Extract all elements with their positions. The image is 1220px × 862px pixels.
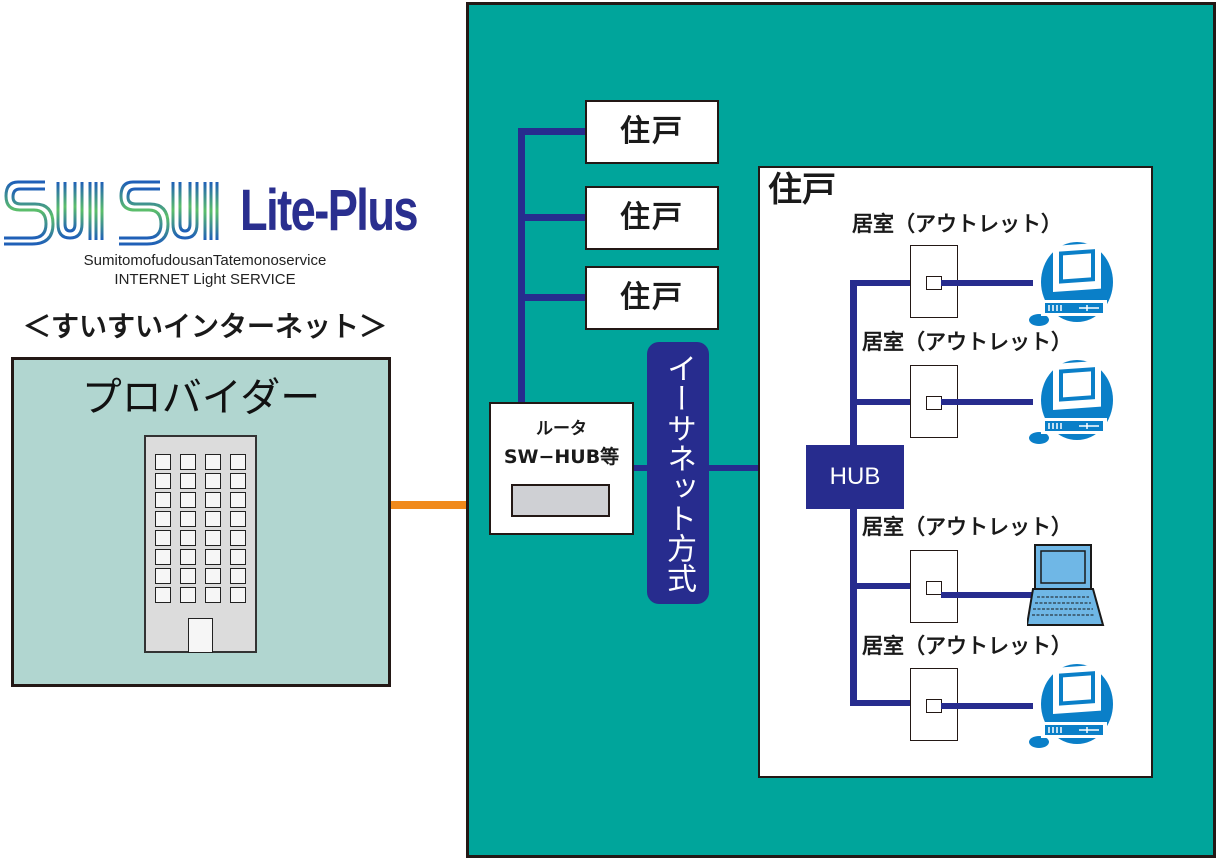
building-window: [205, 530, 221, 546]
router-switch-hub-box: ルータ SW−HUB等: [489, 402, 634, 535]
provider-title: プロバイダー: [81, 375, 321, 421]
building-window: [205, 473, 221, 489]
desktop-computer-icon: [1029, 360, 1113, 444]
dwelling-title: 住戸: [768, 170, 836, 210]
logo-subtitle-company: SumitomofudousanTatemonoservice: [83, 252, 327, 269]
building-window: [180, 492, 196, 508]
device-cable-line: [941, 592, 1033, 598]
building-window: [230, 530, 246, 546]
building-window: [205, 549, 221, 565]
building-window: [155, 530, 171, 546]
building-door: [188, 618, 213, 653]
device-cable-line: [941, 399, 1033, 405]
outlet-port: [926, 581, 942, 595]
building-window: [155, 473, 171, 489]
room-outlet-label: 居室（アウトレット）: [862, 330, 1072, 354]
unit-branch-line: [518, 128, 586, 135]
building-window: [180, 511, 196, 527]
device-cable-line: [941, 280, 1033, 286]
building-window: [230, 492, 246, 508]
wall-outlet-icon: [910, 365, 958, 438]
room-branch-line: [850, 583, 912, 589]
room-branch-line: [850, 399, 912, 405]
building-window: [230, 473, 246, 489]
building-window: [180, 587, 196, 603]
building-window: [155, 492, 171, 508]
building-window: [230, 511, 246, 527]
building-window: [155, 587, 171, 603]
office-building-icon: [144, 435, 257, 653]
laptop-icon: [1027, 544, 1105, 626]
building-window: [230, 454, 246, 470]
unit-branch-line: [518, 294, 586, 301]
router-label: ルータ: [536, 419, 587, 439]
outlet-port: [926, 396, 942, 410]
room-outlet-label: 居室（アウトレット）: [852, 212, 1062, 236]
dwelling-unit-box: 住戸: [585, 186, 719, 250]
router-panel-icon: [511, 484, 610, 517]
building-window: [180, 530, 196, 546]
ethernet-method-label: イーサネット方式: [647, 342, 709, 604]
building-window: [180, 473, 196, 489]
building-window: [205, 587, 221, 603]
building-window: [155, 511, 171, 527]
room-branch-line: [850, 700, 912, 706]
building-window: [205, 568, 221, 584]
wall-outlet-icon: [910, 245, 958, 318]
ethernet-line: [634, 465, 806, 471]
building-window: [230, 587, 246, 603]
building-window: [230, 568, 246, 584]
wall-outlet-icon: [910, 550, 958, 623]
ethernet-method-text: イーサネット方式: [661, 353, 696, 593]
building-window: [205, 511, 221, 527]
building-window: [155, 454, 171, 470]
sui-sui-logo-mark-icon: [4, 180, 219, 246]
outlet-port: [926, 276, 942, 290]
logo-product-name: Lite-Plus: [240, 178, 419, 243]
building-window: [155, 568, 171, 584]
building-window: [205, 454, 221, 470]
riser-line: [518, 128, 525, 404]
hub-box: HUB: [806, 445, 904, 509]
desktop-computer-icon: [1029, 664, 1113, 748]
room-outlet-label: 居室（アウトレット）: [862, 634, 1072, 658]
room-branch-line: [850, 280, 912, 286]
device-cable-line: [941, 703, 1033, 709]
provider-box: プロバイダー: [11, 357, 391, 687]
building-window: [205, 492, 221, 508]
room-outlet-label: 居室（アウトレット）: [862, 515, 1072, 539]
switch-hub-label: SW−HUB等: [503, 446, 620, 468]
logo-subtitle-service: INTERNET Light SERVICE: [114, 271, 296, 288]
dwelling-unit-box: 住戸: [585, 266, 719, 330]
building-window: [155, 549, 171, 565]
unit-branch-line: [518, 214, 586, 221]
building-window: [180, 549, 196, 565]
outlet-port: [926, 699, 942, 713]
desktop-computer-icon: [1029, 242, 1113, 326]
provider-connection-line: [391, 501, 493, 509]
dwelling-unit-box: 住戸: [585, 100, 719, 164]
building-window: [230, 549, 246, 565]
building-window: [180, 568, 196, 584]
service-tagline: ＜すいすいインターネット＞: [22, 310, 387, 343]
building-window: [180, 454, 196, 470]
